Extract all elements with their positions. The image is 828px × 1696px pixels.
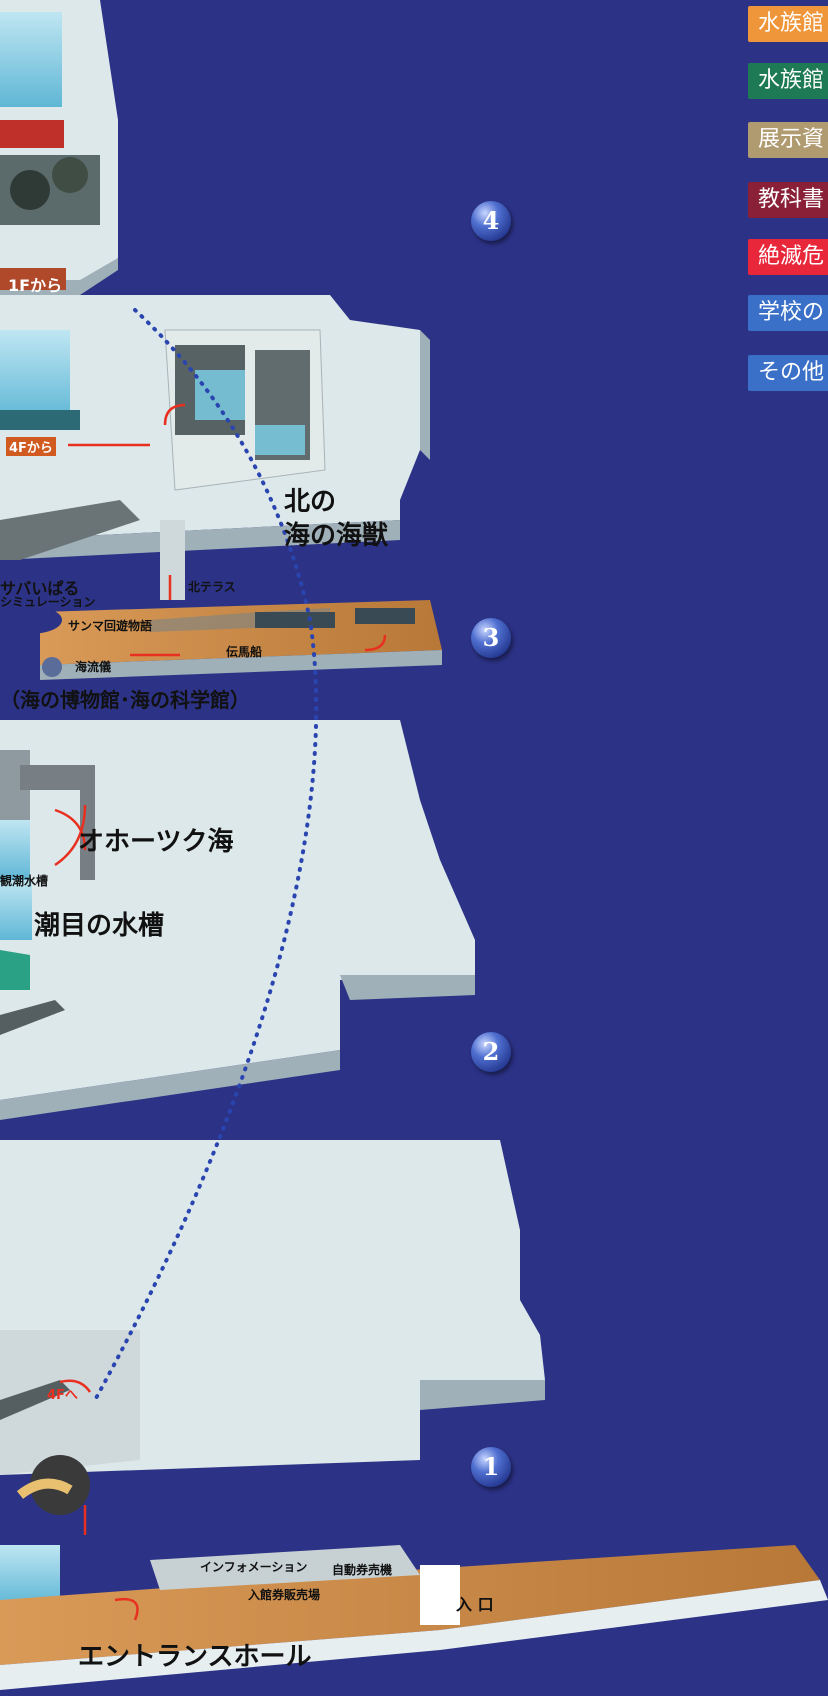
entrance-label: 入 口 <box>456 1595 494 1614</box>
information-label: インフォメーション <box>200 1560 308 1574</box>
current-globe-label: 海流儀 <box>75 660 112 674</box>
floor-2-badge[interactable]: 2 <box>471 1032 511 1072</box>
floor-3-plate <box>0 295 442 680</box>
north-sea-label-line1: 北の <box>284 487 337 517</box>
denmasen-label: 伝馬船 <box>226 645 263 659</box>
from-4f-label: 4Fから <box>6 437 56 456</box>
from-1f-label: 1Fから <box>8 276 63 295</box>
legend-item-exhibit-materials[interactable]: 展示資 <box>748 122 828 158</box>
legend-item-other[interactable]: その他 <box>748 355 828 391</box>
observation-tank-label: 観潮水槽 <box>0 874 49 888</box>
floor-4-plate <box>0 0 118 295</box>
floor-1-plate <box>0 1140 828 1690</box>
legend-item-school[interactable]: 学校の <box>748 295 828 331</box>
legend-item-textbook[interactable]: 教科書 <box>748 182 828 218</box>
route-dotted-line <box>93 308 319 1402</box>
sanma-story-label: サンマ回遊物語 <box>68 619 153 633</box>
museum-label: （海の博物館･海の科学館） <box>0 688 250 712</box>
floor-1-badge[interactable]: 1 <box>471 1447 511 1487</box>
north-sea-label-line2: 海の海獣 <box>284 521 389 551</box>
legend-item-aquarium-2[interactable]: 水族館 <box>748 63 828 99</box>
sabaiparu-label: サバいぱる <box>0 579 80 598</box>
route-arrows <box>54 403 387 1621</box>
ticket-office-label: 入館券販売場 <box>248 1588 321 1602</box>
entrance-hall-label: エントランスホール <box>78 1642 312 1672</box>
to-4f-label: 4Fへ <box>47 1388 78 1403</box>
north-terrace-label: 北テラス <box>188 580 236 594</box>
floor-3-badge[interactable]: 3 <box>471 618 511 658</box>
floor-4-badge[interactable]: 4 <box>471 201 511 241</box>
legend-item-endangered[interactable]: 絶滅危 <box>748 239 828 275</box>
ticket-machine-label: 自動券売機 <box>332 1563 393 1577</box>
legend-item-aquarium-1[interactable]: 水族館 <box>748 6 828 42</box>
simulation-label: シミュレーション <box>0 595 96 609</box>
shiome-tank-label: 潮目の水槽 <box>34 911 165 941</box>
okhotsk-sea-label: オホーツク海 <box>78 827 234 857</box>
floor-2-plate <box>0 720 475 1120</box>
